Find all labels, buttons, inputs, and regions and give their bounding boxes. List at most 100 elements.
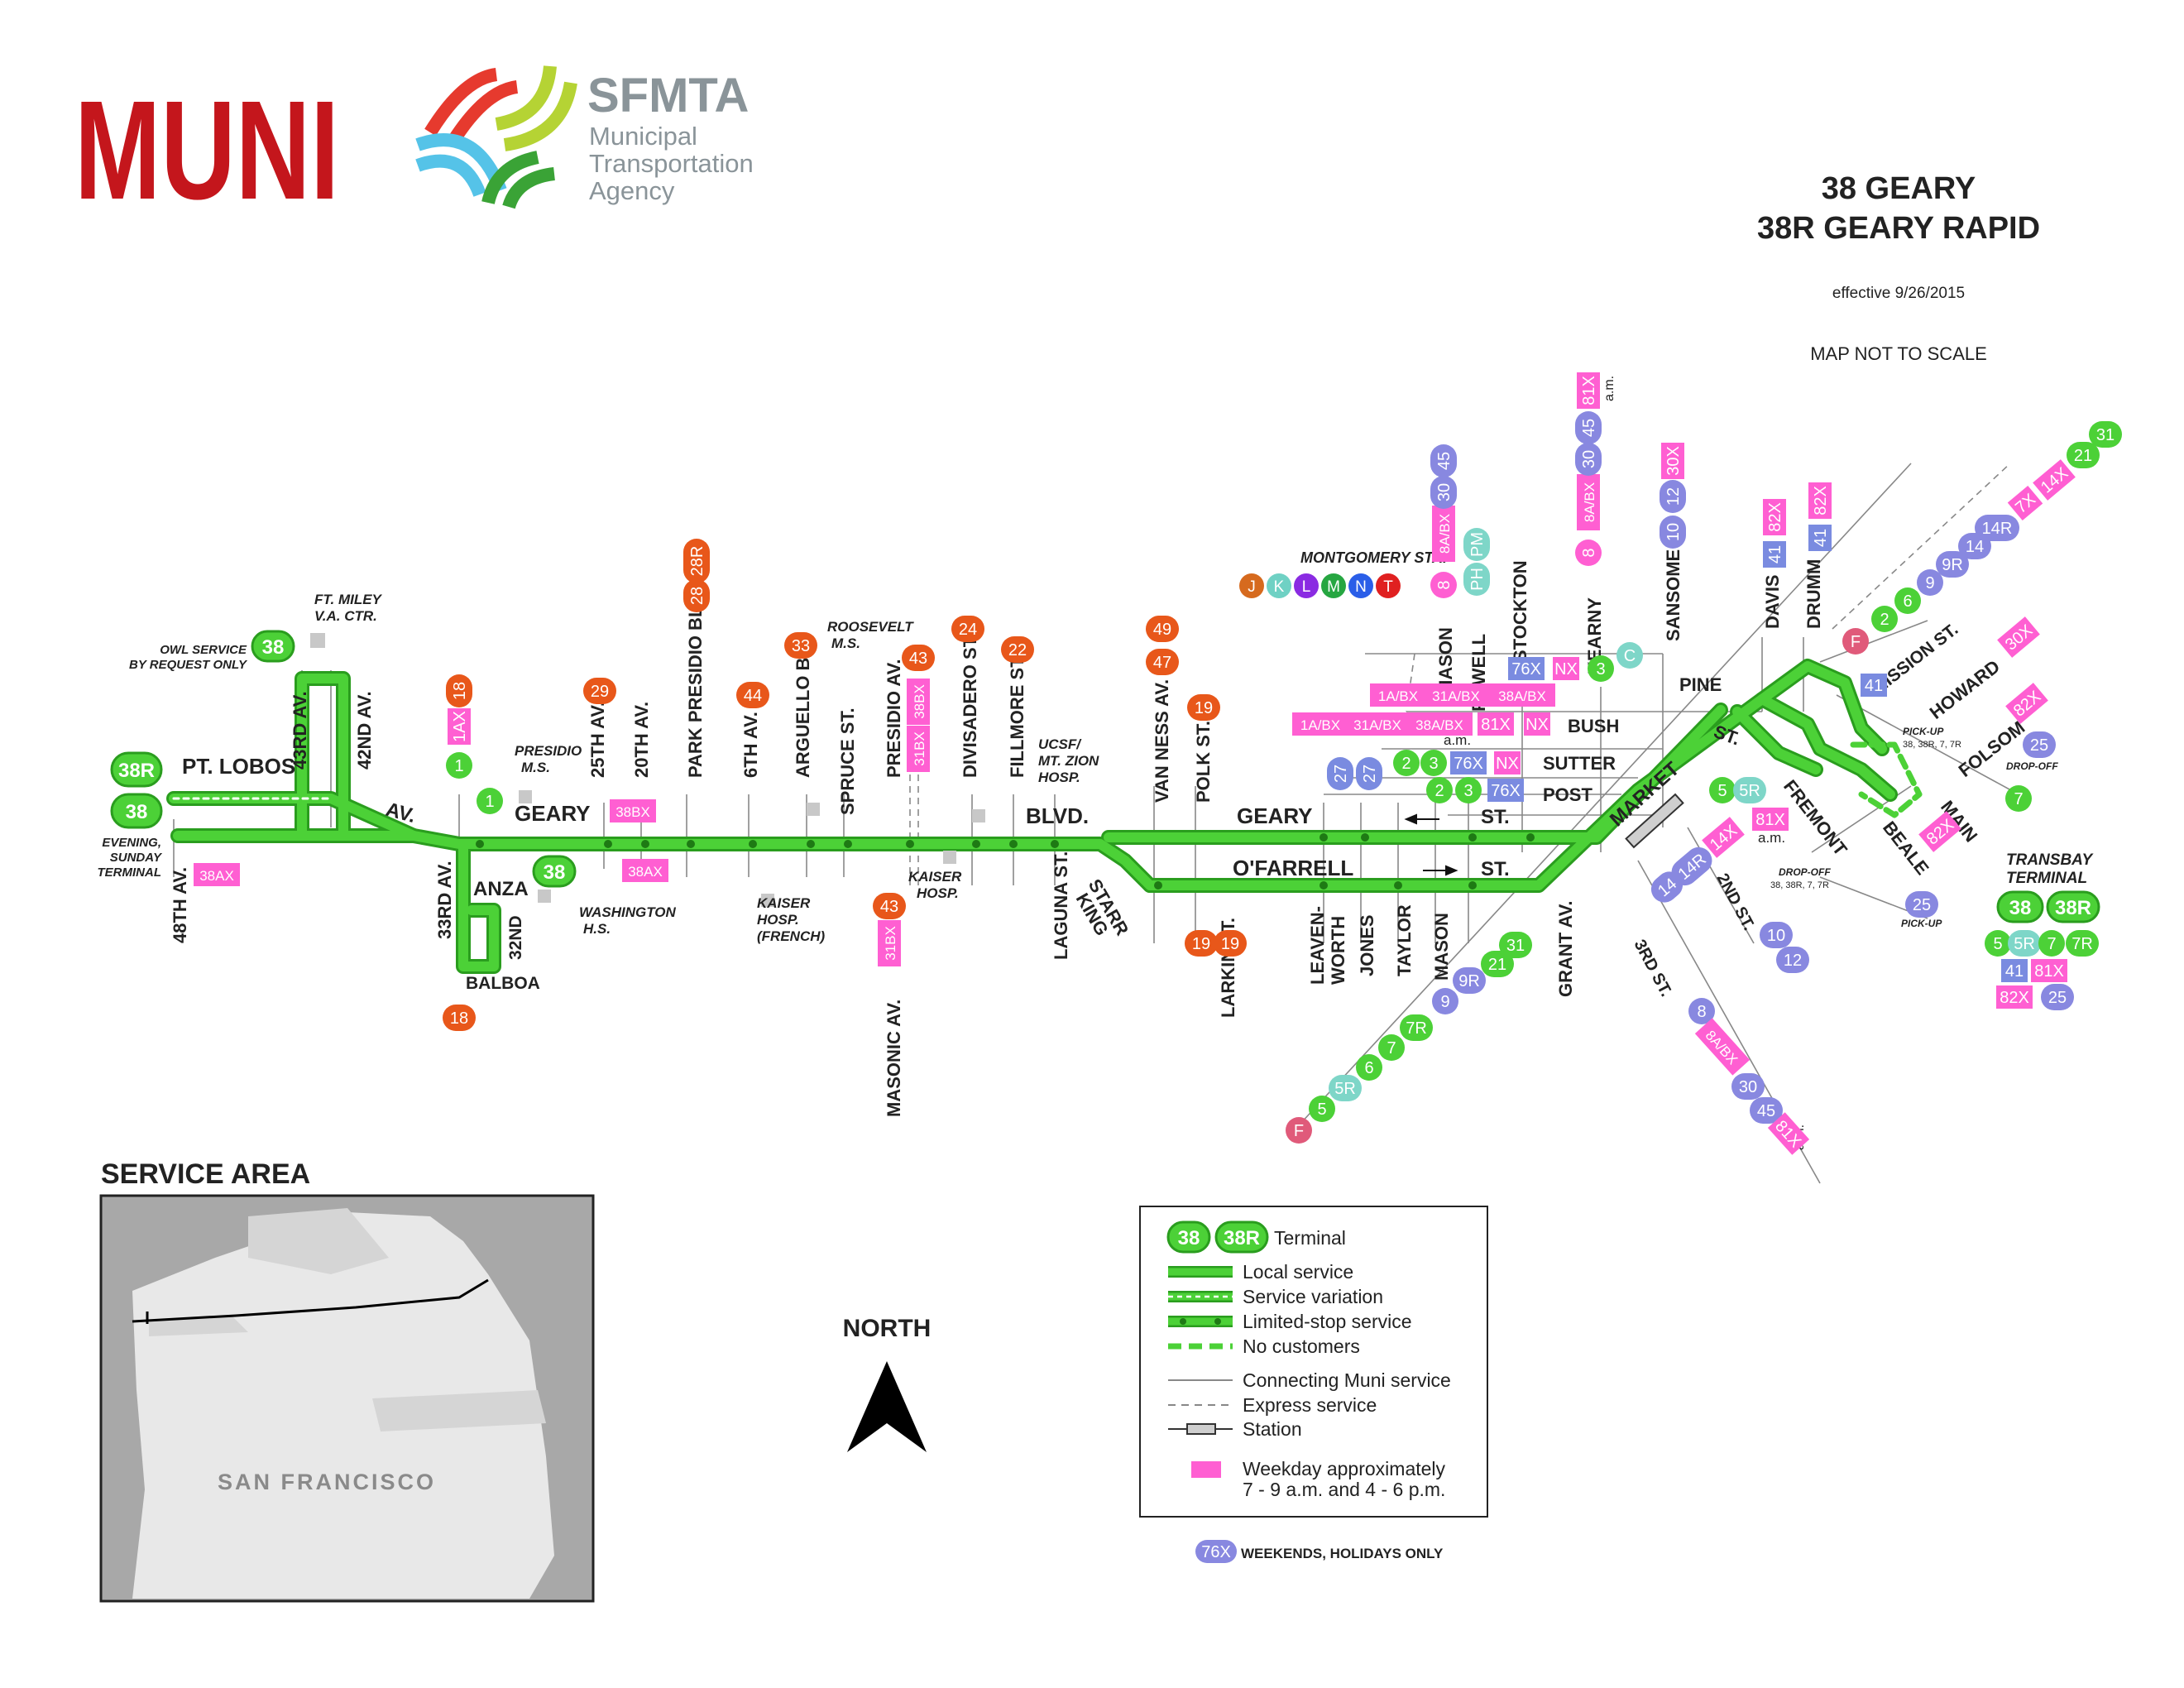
route-badge-label: 5R — [1334, 1080, 1356, 1098]
route-badge-cc: C — [1616, 642, 1643, 669]
street-park-presidio: PARK PRESIDIO BL. — [685, 601, 706, 778]
street-davis: DAVIS — [1762, 574, 1783, 629]
rapid-stops — [476, 833, 1535, 890]
route-badge-ne2: 2 — [1871, 606, 1898, 632]
route-badge-c18a: 18 — [446, 674, 472, 707]
kaiser-french-2: HOSP. — [757, 912, 799, 928]
route-badge-ne21: 21 — [2067, 442, 2100, 468]
label-anza: ANZA — [473, 878, 529, 900]
route-badge-s31abx: 31A/BX — [1344, 712, 1410, 736]
route-badge-label: 14R — [1982, 520, 2013, 538]
route-badge-c33: 33 — [784, 632, 817, 659]
street-20th: 20TH AV. — [631, 702, 652, 778]
route-badge-label: 43 — [880, 898, 898, 916]
route-badge-label: 5 — [1317, 1101, 1326, 1119]
route-badge-label: 22 — [1008, 641, 1027, 659]
street-drumm: DRUMM — [1803, 559, 1824, 629]
route-badge-b25: 25 — [1905, 891, 1938, 918]
metro-line-N: N — [1348, 573, 1373, 598]
route-badge-label: 18 — [450, 1009, 468, 1028]
route-badge-label: 8 — [1697, 1003, 1706, 1021]
route-badge-label: 38BX — [615, 804, 650, 820]
street-stockton: STOCKTON — [1510, 560, 1530, 662]
route-badge-ph: PH — [1463, 563, 1490, 596]
presidio-ms-2: M.S. — [521, 760, 550, 775]
route-badge-label: NX — [1496, 755, 1519, 773]
route-badge-label: 10 — [1664, 523, 1683, 541]
route-badge-sw5r: 5R — [1329, 1075, 1362, 1101]
route-badge-c47: 47 — [1146, 649, 1179, 675]
route-badge-t30: 30 — [1731, 1073, 1765, 1100]
route-badge-c2a: 2 — [1393, 750, 1420, 776]
route-badge-label: F — [1851, 633, 1861, 651]
route-badge-s12: 12 — [1660, 480, 1686, 513]
street-33rd: 33RD AV. — [434, 861, 455, 939]
badge-38r-west: 38R — [110, 751, 163, 788]
metro-line-label: K — [1274, 578, 1285, 596]
route-badge-label: 33 — [792, 637, 810, 655]
route-badge-m8abx: 8A/BX — [1432, 506, 1455, 562]
route-badge-label: 1 — [485, 793, 494, 811]
route-badge-label: 31 — [2096, 426, 2115, 444]
route-badge-label: 30 — [1435, 483, 1454, 501]
presidio-ms-1: PRESIDIO — [515, 743, 582, 759]
route-badge-b1abx: 1A/BX — [1370, 683, 1426, 707]
label-balboa: BALBOA — [466, 974, 540, 993]
ucsf-1: UCSF/ — [1038, 736, 1082, 752]
route-badge-label: 1A/BX — [1300, 717, 1340, 733]
route-badge-ne9: 9 — [1917, 569, 1943, 596]
am-note-81x: a.m. — [1758, 830, 1785, 846]
label-ofarrell-st: ST. — [1481, 858, 1510, 880]
label-ofarrell: O'FARRELL — [1233, 856, 1353, 880]
montgomery-sta: MONTGOMERY STA. — [1300, 549, 1447, 566]
route-badge-label: 2 — [1401, 755, 1410, 773]
metro-line-M: M — [1321, 573, 1346, 598]
legend-terminal: Terminal — [1274, 1227, 1346, 1249]
route-badge-label: 41 — [1865, 677, 1883, 695]
route-badge-label: 47 — [1153, 654, 1171, 672]
route-badge-c27b: 27 — [1356, 757, 1382, 790]
agency-line-2: Transportation — [589, 149, 754, 178]
route-badge-k30: 30 — [1575, 443, 1602, 476]
route-badge-k81x: 81X — [1577, 372, 1600, 409]
route-badge-h30x: 30X — [1997, 616, 2040, 658]
street-arguello: ARGUELLO BL. — [793, 641, 813, 778]
route-badge-label: 76X — [1491, 782, 1521, 800]
legend: 38 38R Terminal Local service Service va… — [1139, 1206, 1488, 1518]
route-badge-label: F — [1294, 1122, 1304, 1140]
route-badge-ne6: 6 — [1894, 587, 1921, 614]
washington-1: WASHINGTON — [579, 904, 677, 920]
route-badge-c24: 24 — [951, 616, 984, 642]
route-badge-label: 7 — [2014, 790, 2023, 808]
route-badge-label: 41 — [1812, 529, 1830, 547]
route-badge-label: 41 — [1766, 545, 1784, 563]
street-sansome: SANSOME — [1663, 549, 1684, 641]
route-badge-label: 25 — [1913, 896, 1931, 914]
route-badge-label: 8 — [1580, 548, 1598, 557]
route-badge-ne7x: 7X — [2007, 485, 2043, 521]
route-badge-c81x: 81X — [1752, 808, 1789, 831]
transbay-2: TERMINAL — [2006, 870, 2087, 887]
route-badge-c76b: 76X — [1487, 779, 1524, 802]
label-bush: BUSH — [1568, 716, 1619, 736]
metro-line-label: L — [1302, 578, 1311, 596]
svg-text:38: 38 — [544, 861, 566, 884]
badge-38-transbay: 38 — [1996, 890, 2044, 923]
route-badge-label: 1AX — [451, 711, 469, 742]
svg-text:76X: 76X — [1201, 1543, 1231, 1561]
street-taylor: TAYLOR — [1394, 904, 1415, 976]
street-leavenworth-2: WORTH — [1328, 916, 1348, 985]
route-badge-label: 28 — [688, 587, 706, 605]
route-badge-label: 8A/BX — [1437, 514, 1453, 554]
route-badge-c18b: 18 — [443, 1005, 476, 1031]
route-badge-s30x: 30X — [1661, 443, 1684, 479]
route-badge-label: 1A/BX — [1378, 688, 1418, 704]
route-badge-label: 43 — [909, 650, 927, 668]
route-badge-tb25: 25 — [2041, 984, 2074, 1010]
route-badge-s38abx: 38A/BX — [1406, 712, 1473, 736]
label-beale: BEALE — [1879, 818, 1933, 879]
route-badge-label: 38BX — [912, 684, 927, 719]
route-badge-c27a: 27 — [1327, 757, 1353, 790]
route-badge-tb5: 5 — [1985, 930, 2011, 957]
route-badge-label: 28R — [688, 546, 706, 577]
